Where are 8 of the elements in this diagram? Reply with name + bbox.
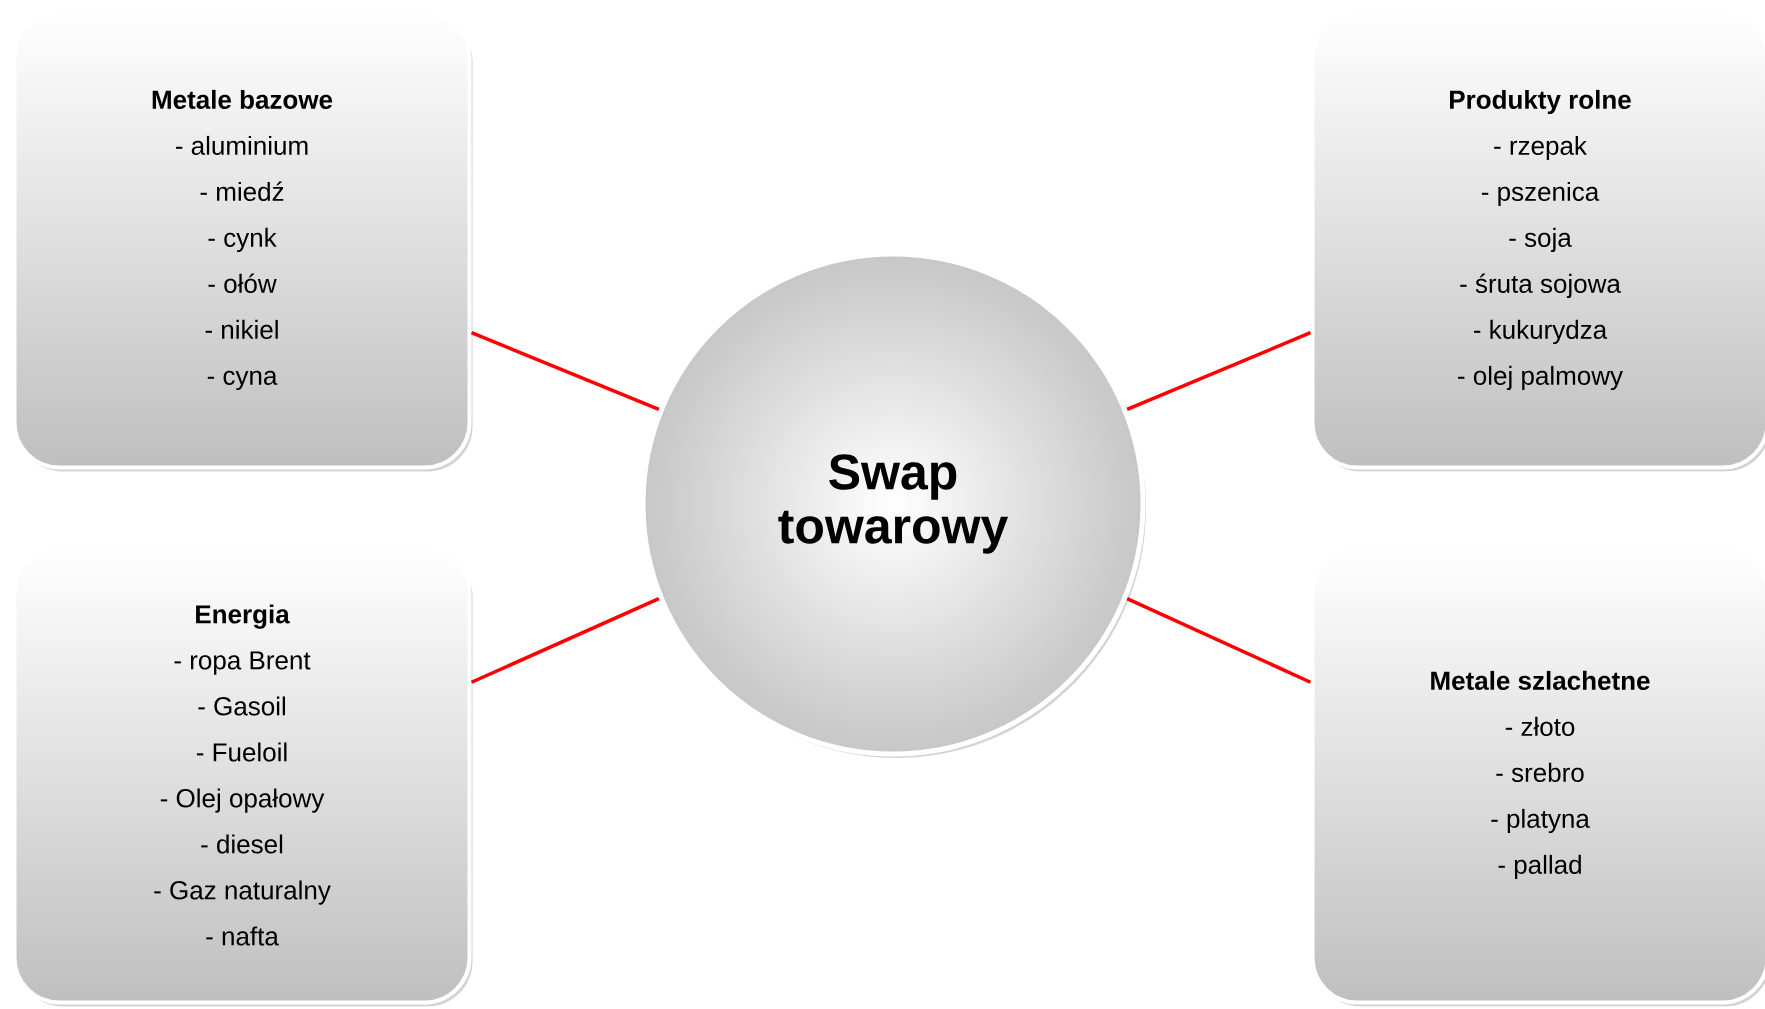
category-box: Metale szlachetne - złoto - srebro - platyna - pallad: [1310, 545, 1765, 1007]
connector-line: [1126, 596, 1312, 684]
connector-line: [1126, 331, 1312, 412]
connector-line: [470, 331, 660, 412]
category-box: Produkty rolne - rzepak - pszenica - soja - śruta sojowa - kukurydza - olej palmowy: [1310, 10, 1765, 472]
category-box: Energia - ropa Brent - Gasoil - Fueloil - Olej opałowy - diesel - Gaz naturalny - nafta: [12, 545, 473, 1007]
connector-line: [470, 596, 660, 684]
category-box: Metale bazowe - aluminium - miedź - cynk - ołów - nikiel - cyna: [12, 10, 473, 472]
